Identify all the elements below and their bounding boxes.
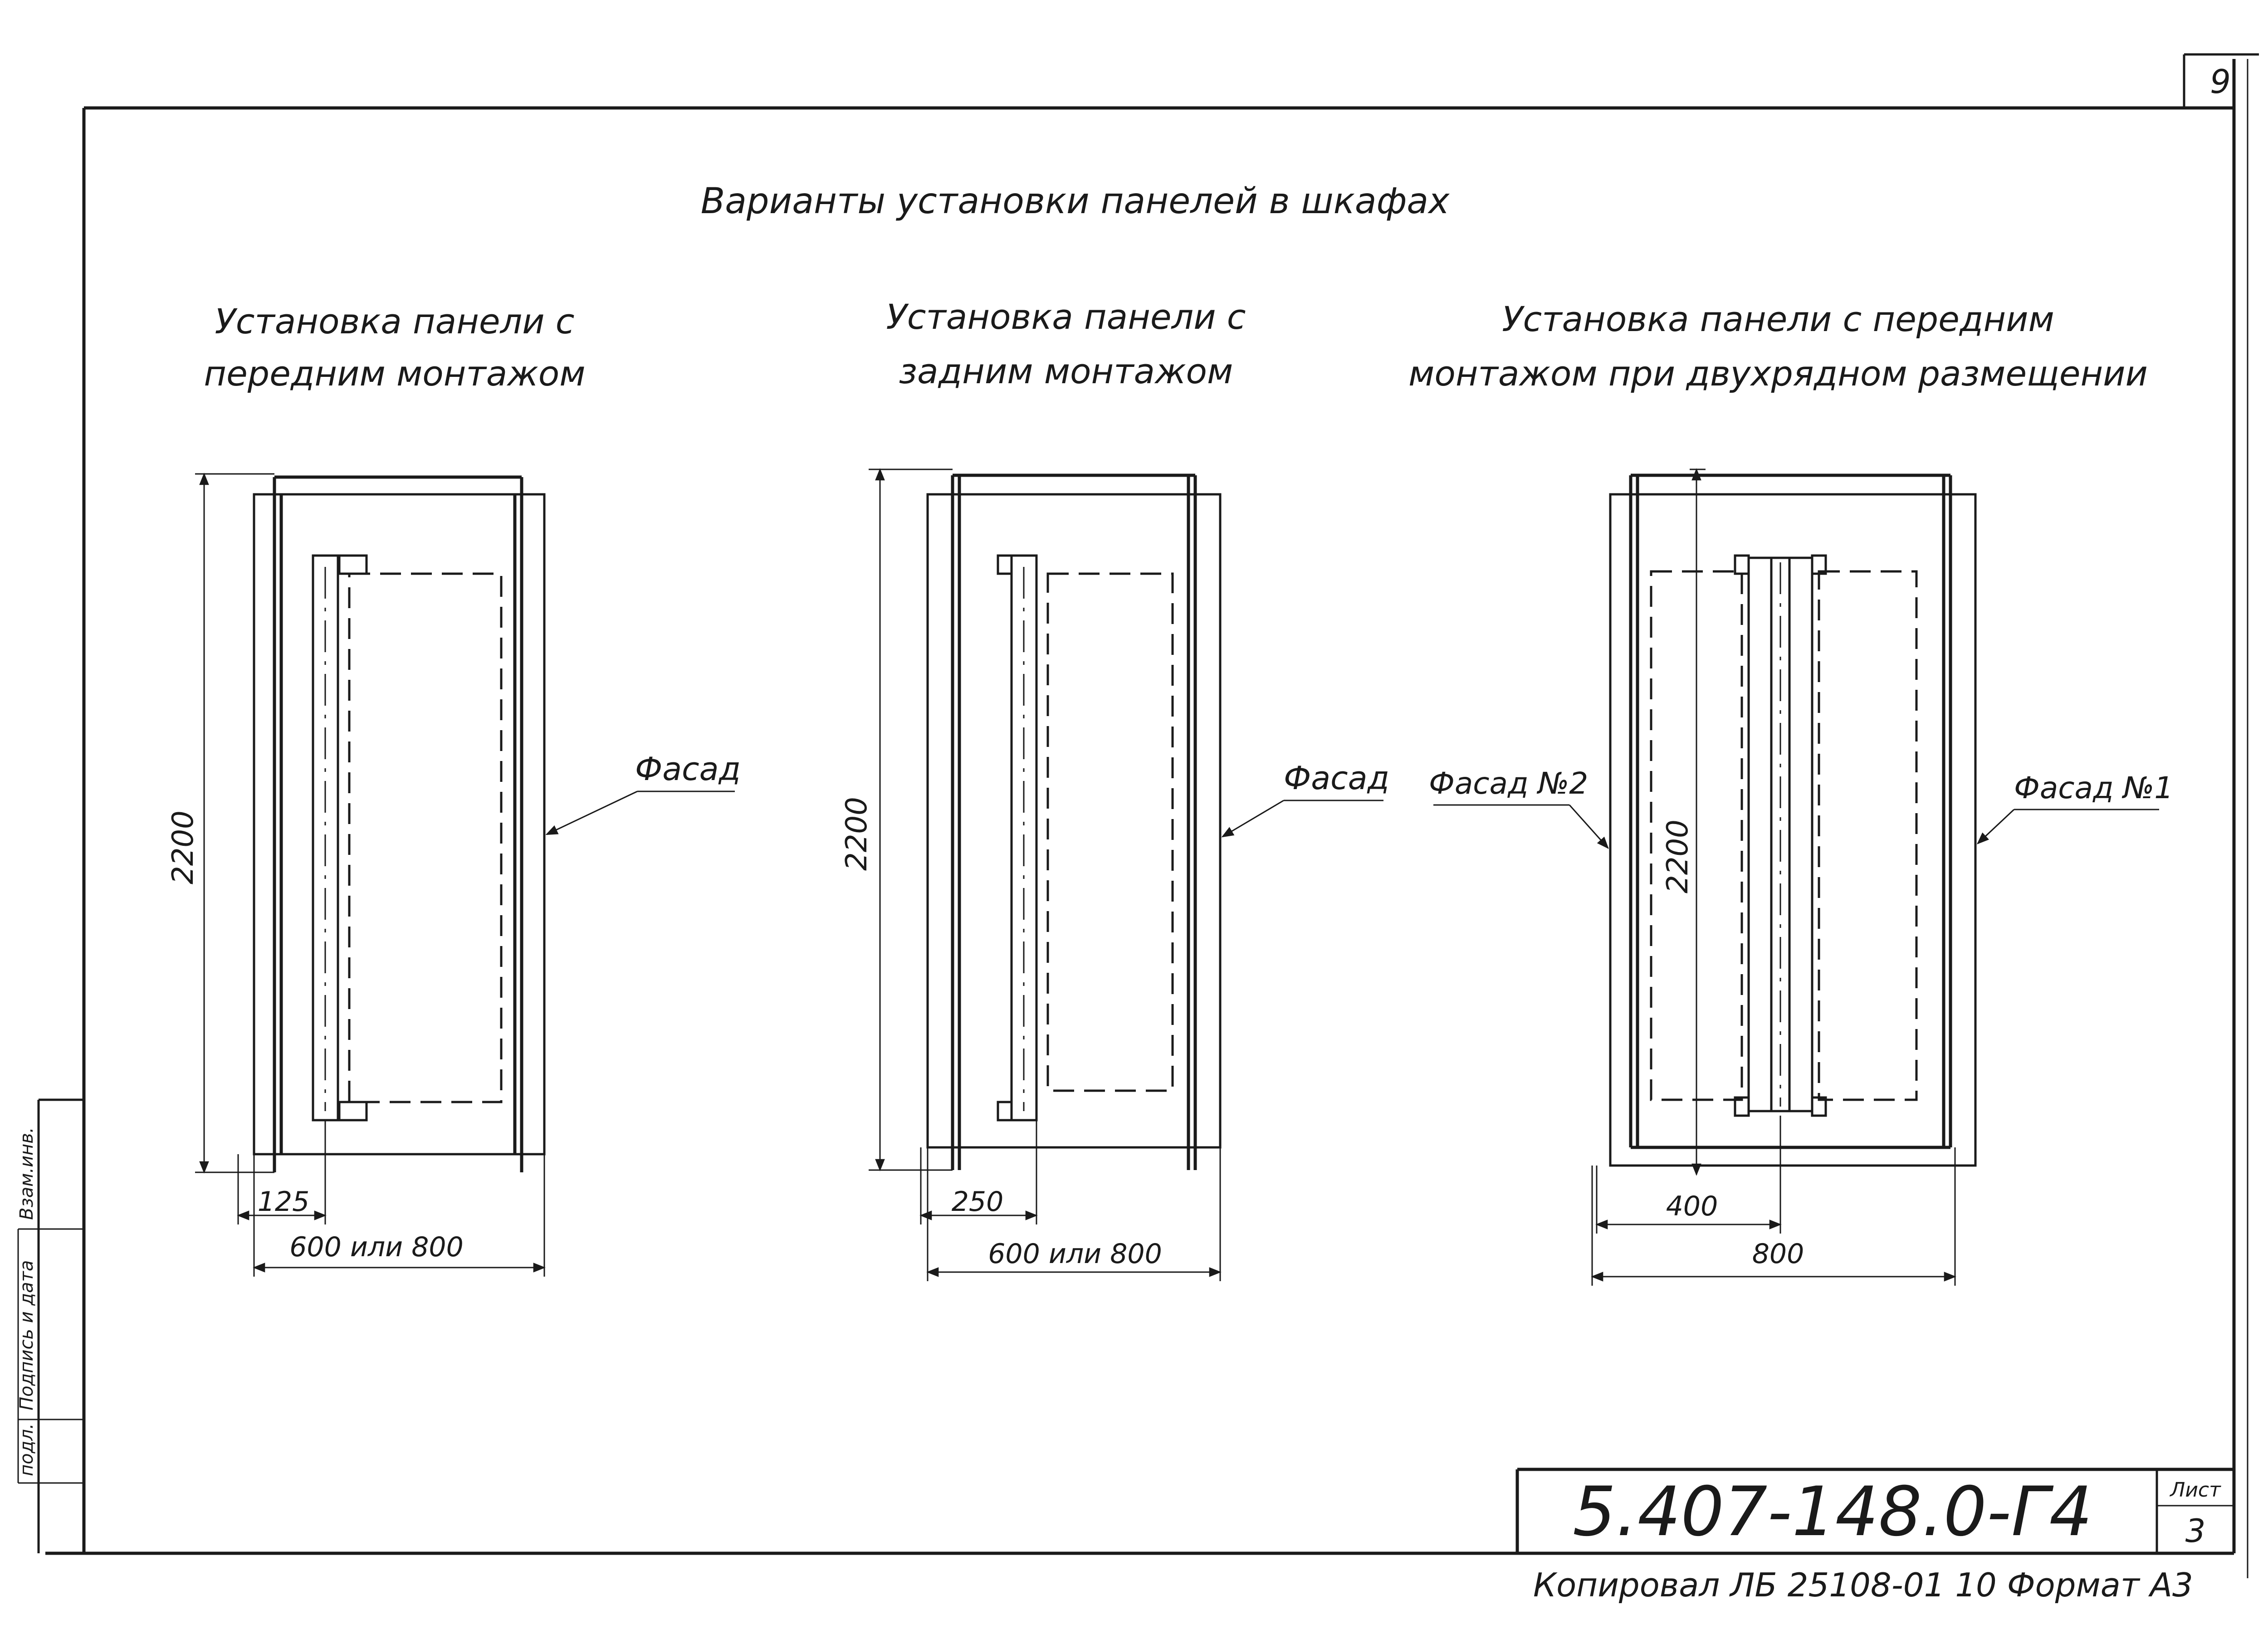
stamp-cell-vzam: Взам.инв. (16, 1127, 37, 1220)
dimension-height-2 (869, 468, 953, 1171)
equipment-outline-3-right (1818, 570, 1918, 1101)
title-block (1515, 1468, 2234, 1553)
cabinet-3 (1609, 473, 1977, 1167)
stamp-cell-podl: подл. (16, 1423, 37, 1476)
dimension-width-label-3: 800 (1752, 1238, 1804, 1270)
facade-label-3-left: Фасад №2 (1429, 766, 1588, 801)
variant-rear-mount: Установка панели с задним монтажом 2200 (840, 297, 1389, 1281)
dimension-width-3 (1591, 1147, 1956, 1286)
variant-front-mount: Установка панели с передним монтажом (166, 301, 741, 1277)
variant-3-title-line1: Установка панели с передним (1502, 299, 2054, 339)
dimension-height-1 (195, 473, 274, 1174)
footer-copy-note: Копировал ЛБ 25108-01 10 Формат А3 (1533, 1566, 2193, 1604)
panel-frame-2 (997, 554, 1038, 1122)
drawing-title: Варианты установки панелей в шкафах (701, 181, 1450, 222)
variant-2-title-line2: задним монтажом (899, 351, 1233, 391)
page-number: 9 (2210, 63, 2231, 101)
document-designation: 5.407-148.0-Г4 (1573, 1473, 2092, 1551)
dimension-offset-3 (1595, 1116, 1782, 1234)
side-stamp (17, 1098, 84, 1553)
dimension-offset-1 (237, 1120, 327, 1224)
variant-3-title-line2: монтажом при двухрядном размещении (1408, 353, 2148, 394)
facade-label-2: Фасад (1284, 760, 1389, 797)
dimension-offset-label-3: 400 (1666, 1190, 1718, 1222)
dimension-width-label-2: 600 или 800 (988, 1238, 1162, 1270)
dimension-offset-2 (919, 1120, 1038, 1224)
facade-leader-3-right (1977, 809, 2159, 844)
facade-label-1: Фасад (635, 751, 741, 788)
sheet-number: 3 (2185, 1512, 2206, 1550)
variant-1-title-line2: передним монтажом (204, 353, 585, 394)
facade-label-3-right: Фасад №1 (2014, 771, 2173, 805)
dimension-width-1 (253, 1154, 546, 1277)
sheet-frame (45, 53, 2259, 1578)
dimension-offset-label-1: 125 (258, 1186, 310, 1218)
dimension-height-label-3: 2200 (1661, 819, 1695, 893)
stamp-cell-podpis: Подпись и дата (16, 1260, 37, 1410)
dimension-height-label-1: 2200 (166, 810, 200, 884)
variant-2-title-line1: Установка панели с (886, 297, 1246, 337)
variant-1-title-line1: Установка панели с (215, 301, 574, 341)
facade-leader-1 (545, 790, 735, 835)
dimension-offset-label-2: 250 (952, 1186, 1004, 1218)
facade-leader-2 (1221, 800, 1383, 838)
facade-leader-3-left (1433, 804, 1609, 849)
panel-frame-3 (1734, 554, 1827, 1117)
variant-double-row: Установка панели с передним монтажом при… (1408, 299, 2173, 1286)
dimension-width-2 (926, 1147, 1222, 1281)
equipment-outline-2 (1046, 572, 1174, 1092)
panel-frame-1 (312, 554, 368, 1122)
dimension-height-3 (1690, 468, 1706, 1176)
sheet-label: Лист (2169, 1478, 2221, 1502)
cabinet-2 (926, 473, 1222, 1170)
cabinet-1 (253, 475, 546, 1172)
dimension-width-label-1: 600 или 800 (289, 1231, 464, 1263)
dimension-height-label-2: 2200 (840, 797, 874, 871)
equipment-outline-1 (348, 572, 503, 1103)
